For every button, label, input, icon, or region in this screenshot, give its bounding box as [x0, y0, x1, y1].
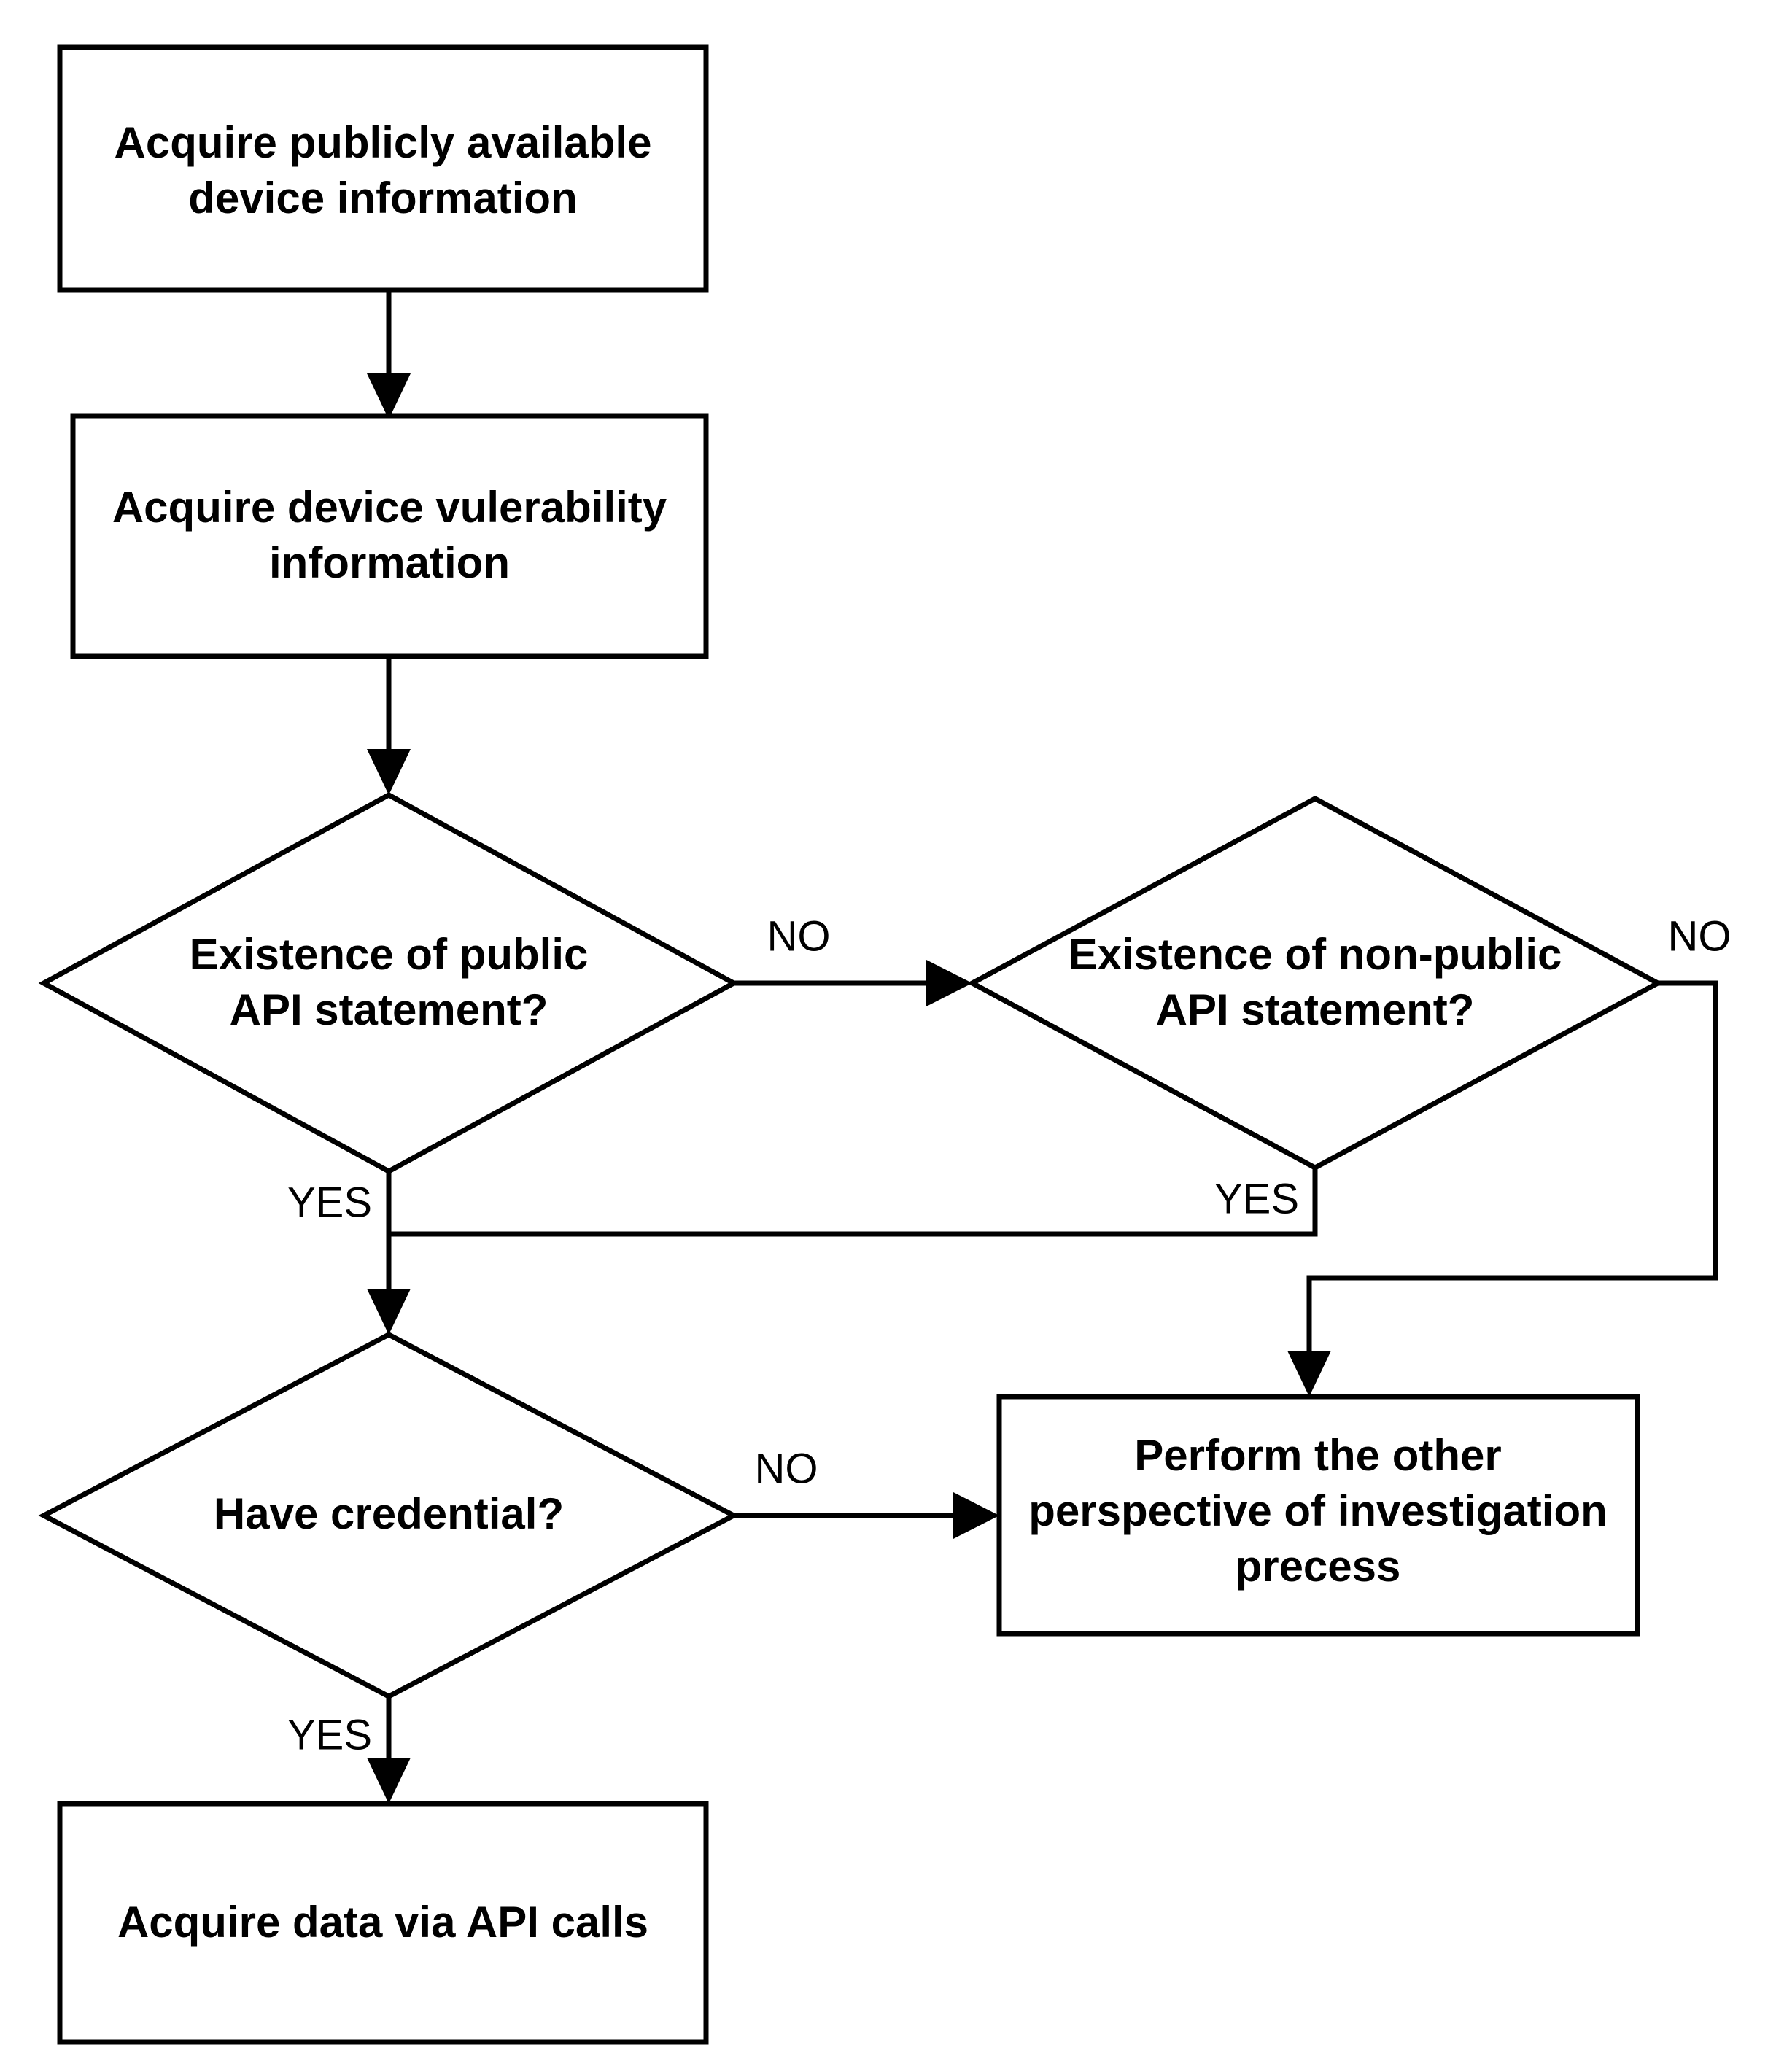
node-public-api-decision-line2: API statement? — [230, 985, 548, 1034]
decision-diamond-outline — [38, 1332, 740, 1699]
edge-label-public-no: NO — [767, 912, 831, 960]
process-box-outline — [70, 413, 709, 659]
edge-credential-yes-to-acquire-data — [367, 1696, 411, 1804]
arrow-head-icon — [367, 1758, 411, 1804]
node-nonpublic-api-decision-line2: API statement? — [1156, 985, 1475, 1034]
node-acquire-data-api-calls-line1: Acquire data via API calls — [117, 1898, 648, 1947]
node-nonpublic-api-decision-line1: Existence of non-public — [1069, 930, 1562, 979]
arrow-head-icon — [926, 960, 972, 1006]
edge-label-nonpublic-yes: YES — [1214, 1175, 1299, 1222]
process-box-outline — [996, 1394, 1640, 1637]
node-public-api-decision-line1: Existence of public — [190, 930, 589, 979]
arrow-head-icon — [367, 1289, 411, 1335]
edge-label-nonpublic-no: NO — [1668, 912, 1732, 960]
node-acquire-vulnerability-info[interactable]: Acquire device vulerability information — [70, 413, 709, 659]
node-acquire-vulnerability-info-line1: Acquire device vulerability — [112, 483, 667, 532]
decision-diamond-outline — [38, 792, 740, 1174]
edge-acquire-public-to-vulnerability — [367, 290, 411, 419]
edge-nonpublic-yes-to-credential — [391, 1168, 1318, 1237]
node-nonpublic-api-decision[interactable]: Existence of non-public API statement? — [966, 796, 1664, 1171]
process-box-outline — [57, 1801, 709, 2045]
node-acquire-public-info[interactable]: Acquire publicly available device inform… — [57, 44, 709, 293]
decision-diamond-outline — [966, 796, 1664, 1171]
edge-nonpublic-no-to-perform — [1287, 980, 1718, 1397]
edge-label-public-yes: YES — [287, 1179, 372, 1226]
edge-credential-no-to-perform — [734, 1492, 999, 1539]
arrow-head-icon — [367, 373, 411, 419]
arrow-head-icon — [953, 1492, 999, 1539]
node-acquire-public-info-line2: device information — [188, 174, 577, 222]
arrow-head-icon — [1287, 1351, 1331, 1397]
node-have-credential-decision-line1: Have credential? — [214, 1489, 564, 1538]
node-perform-other-perspective-line3: precess — [1236, 1542, 1401, 1591]
node-perform-other-perspective-line1: Perform the other — [1134, 1431, 1501, 1480]
edge-label-credential-no: NO — [755, 1445, 818, 1492]
edge-public-yes-to-credential — [367, 1171, 411, 1335]
edge-label-credential-yes: YES — [287, 1711, 372, 1758]
node-perform-other-perspective-line2: perspective of investigation — [1028, 1486, 1608, 1535]
edge-vulnerability-to-public-decision — [367, 656, 411, 795]
node-have-credential-decision[interactable]: Have credential? — [38, 1332, 740, 1699]
arrow-head-icon — [367, 749, 411, 795]
node-public-api-decision[interactable]: Existence of public API statement? — [38, 792, 740, 1174]
node-acquire-vulnerability-info-line2: information — [269, 538, 510, 587]
edge-public-no-to-nonpublic — [734, 960, 972, 1006]
node-acquire-public-info-line1: Acquire publicly available — [115, 118, 652, 167]
process-box-outline — [57, 44, 709, 293]
node-perform-other-perspective[interactable]: Perform the other perspective of investi… — [996, 1394, 1640, 1637]
node-acquire-data-api-calls[interactable]: Acquire data via API calls — [57, 1801, 709, 2045]
